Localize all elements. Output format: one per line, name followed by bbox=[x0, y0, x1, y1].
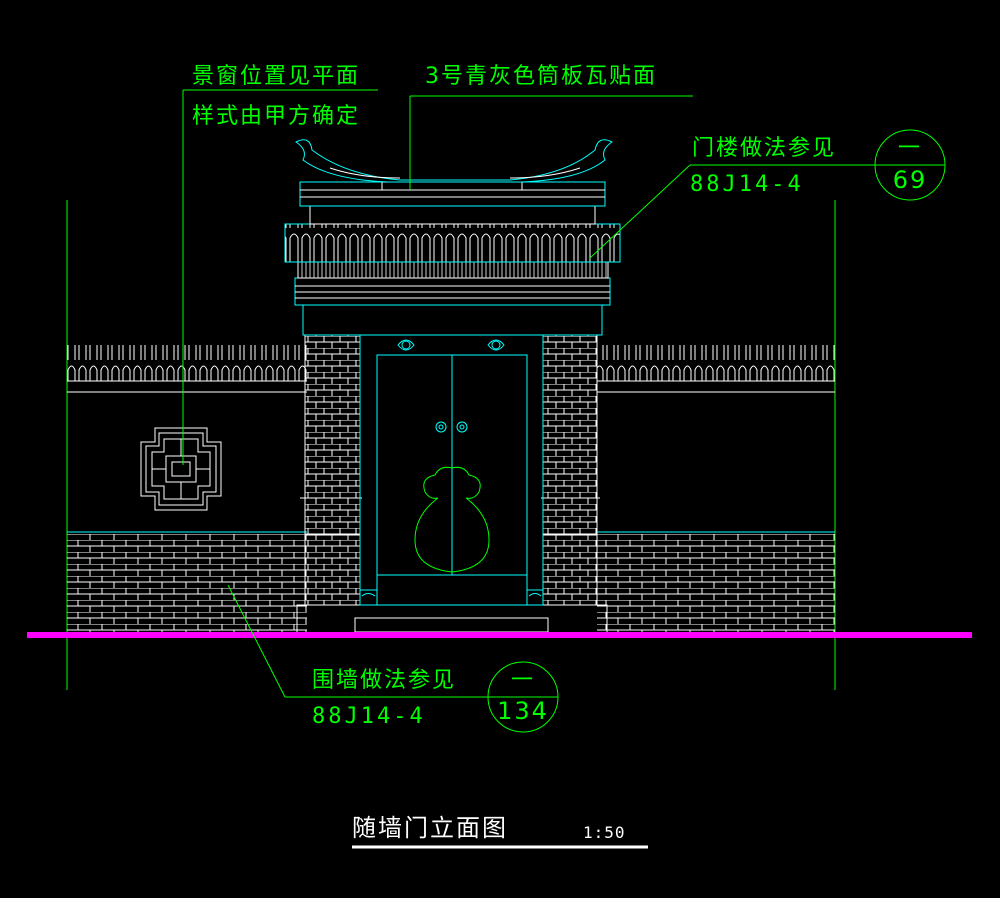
lattice-window bbox=[140, 427, 222, 511]
window-note-line-1: 景窗位置见平面 bbox=[192, 64, 361, 89]
gate-note: 门楼做法参见 bbox=[692, 136, 837, 161]
gate-piers bbox=[296, 334, 608, 636]
drawing-scale: 1:50 bbox=[583, 823, 626, 842]
window-note-line-2: 样式由甲方确定 bbox=[192, 104, 361, 129]
leader-lines bbox=[182, 89, 875, 698]
gate-roof bbox=[284, 139, 621, 336]
gate-sheet-bottom: 69 bbox=[892, 166, 928, 194]
wall-note: 围墙做法参见 bbox=[312, 668, 457, 693]
left-wall bbox=[67, 345, 307, 634]
tile-note: 3号青灰色筒板瓦贴面 bbox=[425, 64, 657, 89]
wall-sheet-bottom: 134 bbox=[497, 697, 549, 725]
wall-sheet-top: 一 bbox=[510, 668, 535, 693]
gate-ref-code: 88J14-4 bbox=[690, 172, 804, 197]
callout-circles bbox=[487, 129, 946, 733]
drawing-title: 随墙门立面图 bbox=[352, 814, 508, 842]
double-door bbox=[359, 334, 544, 606]
wall-ref-code: 88J14-4 bbox=[312, 704, 426, 729]
gate-sheet-top: 一 bbox=[897, 136, 922, 161]
right-wall bbox=[597, 345, 835, 634]
